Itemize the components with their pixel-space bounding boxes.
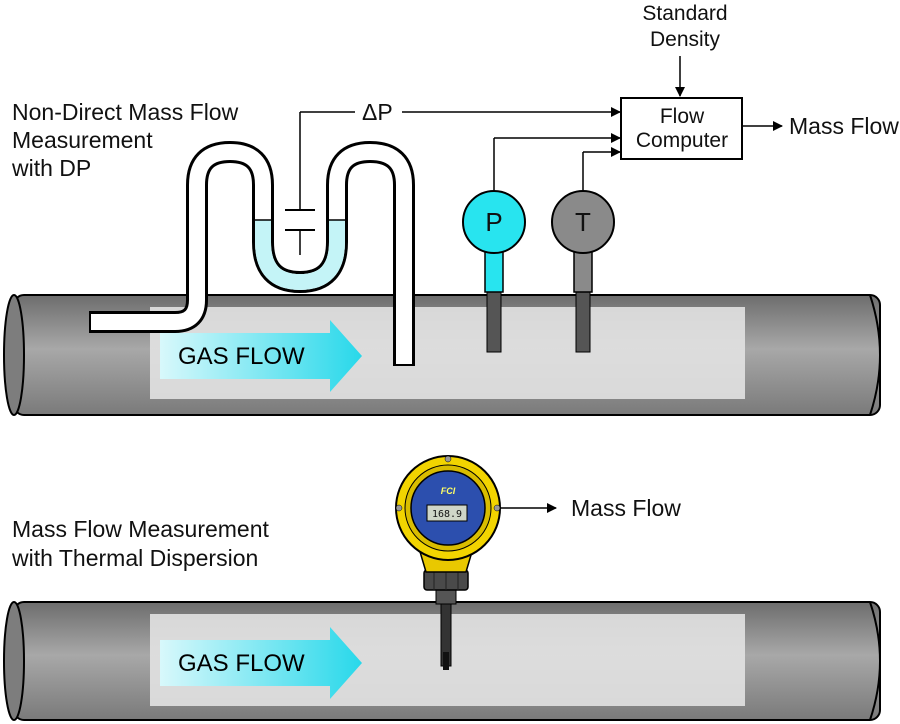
thermal-dispersion-meter: FCI 168.9 xyxy=(395,455,501,670)
top-gas-flow-label: GAS FLOW xyxy=(178,343,305,370)
top-gas-flow-arrow: GAS FLOW xyxy=(160,320,362,392)
top-pipe xyxy=(3,294,881,416)
bottom-gas-flow-label: GAS FLOW xyxy=(178,650,305,677)
temperature-gauge: T xyxy=(551,147,621,353)
flow-computer-line-1: Flow xyxy=(660,105,705,128)
top-title-line-2: Measurement xyxy=(12,127,153,153)
bottom-gas-flow-arrow: GAS FLOW xyxy=(160,627,362,699)
meter-display-value: 168.9 xyxy=(432,509,462,520)
temperature-gauge-letter: T xyxy=(575,207,591,237)
flow-computer: Flow Computer xyxy=(620,97,743,160)
top-title-line-1: Non-Direct Mass Flow xyxy=(12,99,239,125)
standard-density-line-2: Density xyxy=(650,28,721,51)
dp-sensor-symbol xyxy=(285,112,315,255)
standard-density-line-1: Standard xyxy=(642,2,727,25)
pressure-gauge-letter: P xyxy=(485,207,502,237)
flow-computer-line-2: Computer xyxy=(636,129,728,152)
meter-logo: FCI xyxy=(441,486,456,496)
meter-lcd xyxy=(426,504,468,522)
dp-manometer xyxy=(89,141,415,366)
bottom-title-line-1: Mass Flow Measurement xyxy=(12,516,270,542)
top-title-line-3: with DP xyxy=(11,155,91,181)
bottom-title-line-2: with Thermal Dispersion xyxy=(11,545,258,571)
bottom-mass-flow-label: Mass Flow xyxy=(571,495,681,521)
top-mass-flow-label: Mass Flow xyxy=(789,113,899,139)
delta-p-label: ΔP xyxy=(362,99,393,125)
pressure-gauge: P xyxy=(462,133,621,353)
